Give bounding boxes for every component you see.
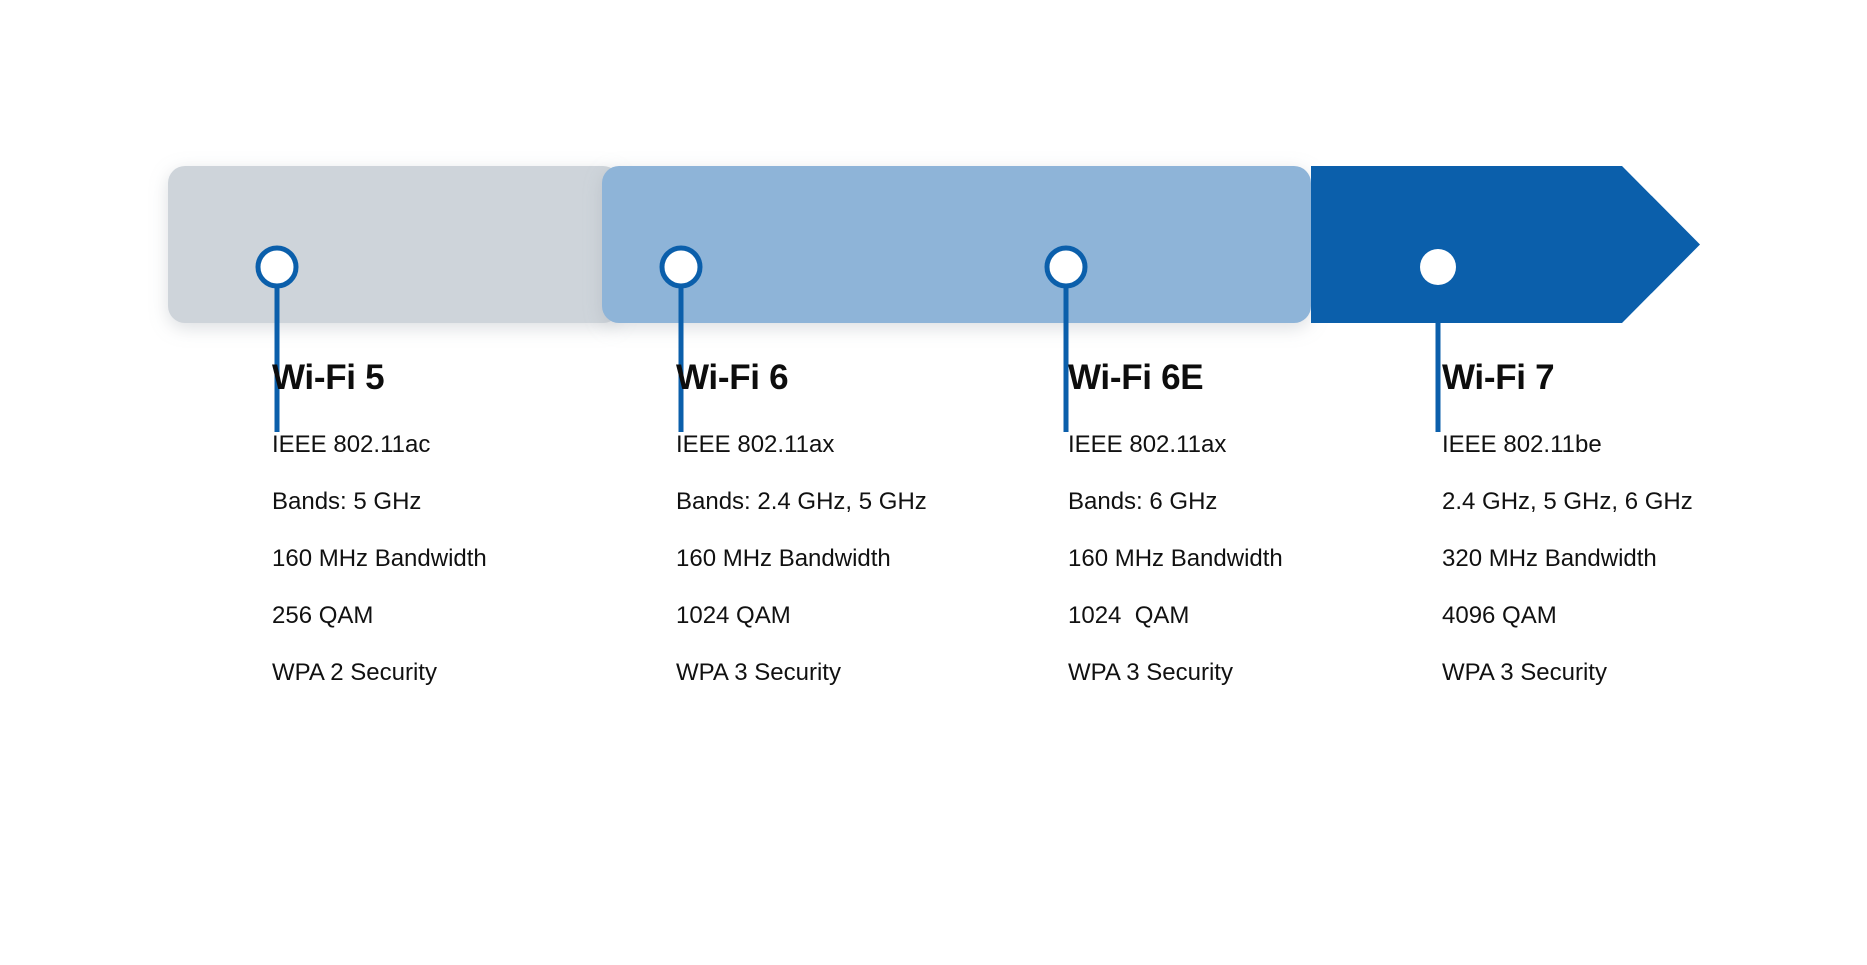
spec-item: 256 QAM [272,602,374,629]
segment-wifi7-arrow [1311,166,1700,323]
spec-list-wifi7: IEEE 802.11be 2.4 GHz, 5 GHz, 6 GHz 320 … [1442,433,1693,685]
column-wifi6e: Wi-Fi 6E IEEE 802.11ax Bands: 6 GHz 160 … [1068,360,1283,685]
spec-item: 1024 QAM [676,602,791,629]
spec-item: 320 MHz Bandwidth [1442,545,1657,572]
spec-item: 4096 QAM [1442,602,1557,629]
spec-item: WPA 2 Security [272,659,437,686]
spec-list-wifi5: IEEE 802.11ac Bands: 5 GHz 160 MHz Bandw… [272,433,487,685]
spec-item: 160 MHz Bandwidth [676,545,891,572]
spec-item: WPA 3 Security [1442,659,1607,686]
marker-dot-wifi7[interactable] [1420,249,1456,285]
column-wifi5: Wi-Fi 5 IEEE 802.11ac Bands: 5 GHz 160 M… [272,360,487,685]
spec-item: IEEE 802.11ax [676,431,835,458]
marker-pins-layer [255,245,1456,432]
column-wifi6: Wi-Fi 6 IEEE 802.11ax Bands: 2.4 GHz, 5 … [676,360,927,685]
spec-item: WPA 3 Security [676,659,841,686]
spec-item: IEEE 802.11ac [272,431,431,458]
spec-item: Bands: 2.4 GHz, 5 GHz [676,488,927,515]
spec-item: 1024 QAM [1068,602,1190,629]
spec-list-wifi6e: IEEE 802.11ax Bands: 6 GHz 160 MHz Bandw… [1068,433,1283,685]
segment-wifi6-6e [602,166,1311,323]
column-wifi7: Wi-Fi 7 IEEE 802.11be 2.4 GHz, 5 GHz, 6 … [1442,360,1693,685]
spec-item: Bands: 6 GHz [1068,488,1218,515]
spec-item: Bands: 5 GHz [272,488,422,515]
column-title-wifi6e: Wi-Fi 6E [1068,358,1204,397]
spec-item: 160 MHz Bandwidth [1068,545,1283,572]
spec-item: IEEE 802.11ax [1068,431,1227,458]
spec-item: WPA 3 Security [1068,659,1233,686]
marker-ring-wifi5[interactable] [255,245,299,289]
column-title-wifi7: Wi-Fi 7 [1442,358,1555,397]
column-title-wifi5: Wi-Fi 5 [272,358,385,397]
marker-ring-wifi6[interactable] [659,245,703,289]
spec-list-wifi6: IEEE 802.11ax Bands: 2.4 GHz, 5 GHz 160 … [676,433,927,685]
column-title-wifi6: Wi-Fi 6 [676,358,789,397]
spec-item: IEEE 802.11be [1442,431,1602,458]
spec-item: 160 MHz Bandwidth [272,545,487,572]
spec-item: 2.4 GHz, 5 GHz, 6 GHz [1442,488,1693,515]
marker-ring-wifi6e[interactable] [1044,245,1088,289]
